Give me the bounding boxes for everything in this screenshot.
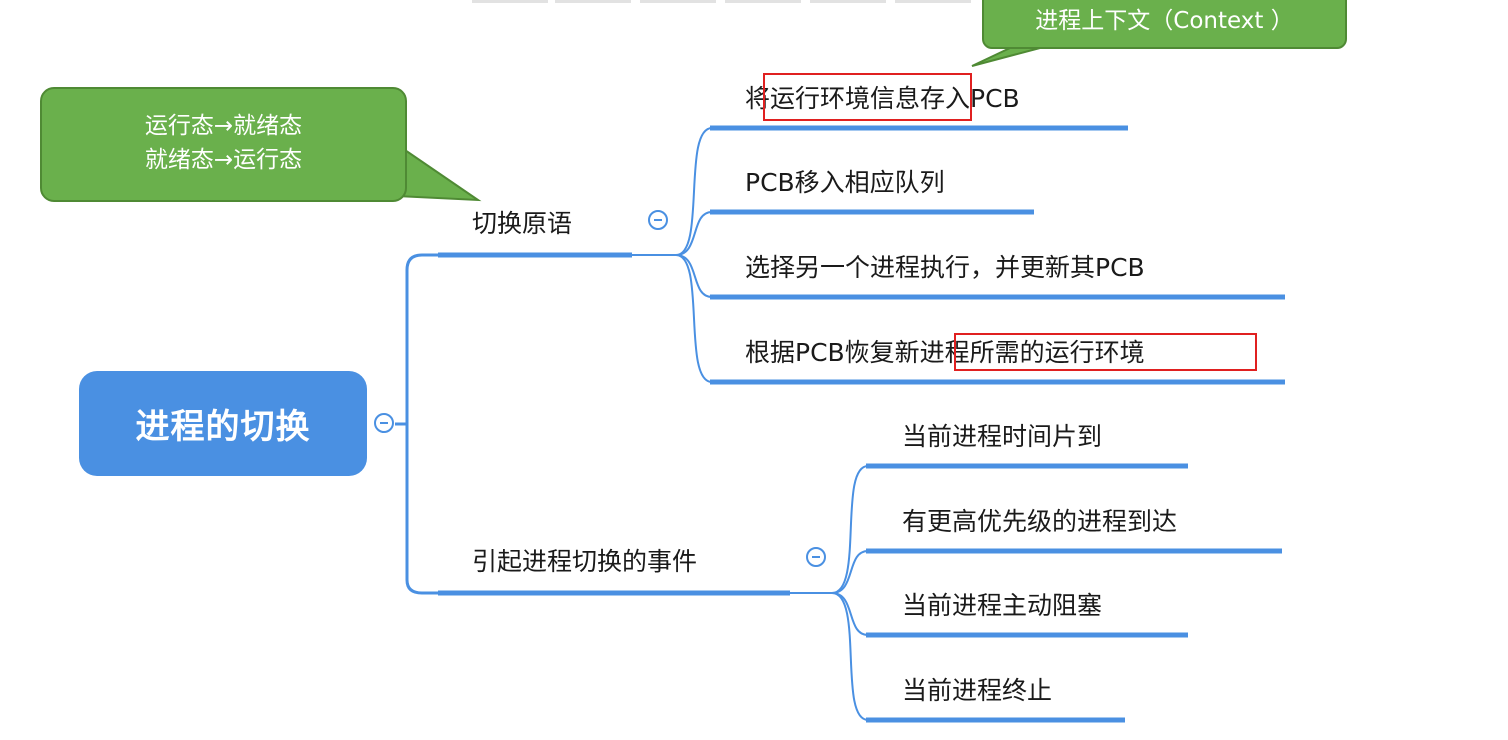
connector-root-branch2 <box>405 424 438 595</box>
top-toolbar-strip <box>555 0 631 3</box>
callout-state-transition: 运行态→就绪态 就绪态→运行态 <box>40 87 407 202</box>
collapse-branch1-icon[interactable] <box>648 210 668 230</box>
callout-context: 进程上下文（Context ） <box>982 0 1347 49</box>
top-toolbar-strip <box>810 0 886 3</box>
curve-b1-c4 <box>675 254 713 383</box>
top-toolbar-strip <box>640 0 716 3</box>
b1-child-4[interactable]: 根据PCB恢复新进程所需的运行环境 <box>745 338 1145 367</box>
curve-b2-c1 <box>831 465 869 594</box>
b1-child-1[interactable]: 将运行环境信息存入PCB <box>745 84 1020 113</box>
callout-state-line-2: 就绪态→运行态 <box>144 147 303 173</box>
b2-child-3[interactable]: 当前进程主动阻塞 <box>902 591 1103 620</box>
b1-child-2[interactable]: PCB移入相应队列 <box>745 168 945 197</box>
callout-context-text: 进程上下文（Context ） <box>1035 8 1294 34</box>
b2-child-4[interactable]: 当前进程终止 <box>902 676 1053 705</box>
b1-child-3[interactable]: 选择另一个进程执行，并更新其PCB <box>745 253 1145 282</box>
curve-b2-c4 <box>831 592 869 721</box>
top-toolbar-strip <box>472 0 548 3</box>
root-node[interactable]: 进程的切换 <box>79 371 367 476</box>
callout-state-line-1: 运行态→就绪态 <box>144 113 303 139</box>
curve-b1-c3 <box>675 254 713 298</box>
collapse-branch2-icon[interactable] <box>806 547 826 567</box>
branch-switch-events[interactable]: 引起进程切换的事件 <box>472 547 698 576</box>
b2-child-2[interactable]: 有更高优先级的进程到达 <box>902 507 1178 536</box>
curve-b2-c2 <box>831 550 869 594</box>
top-toolbar-strip <box>895 0 971 3</box>
curve-b1-c2 <box>675 211 713 256</box>
curve-b1-c1 <box>675 127 713 256</box>
highlight-run-env-info <box>763 73 972 121</box>
b2-child-1[interactable]: 当前进程时间片到 <box>902 422 1103 451</box>
connector-root-branch1 <box>405 253 438 424</box>
callout-context-pointer <box>971 47 1041 67</box>
top-toolbar-strip <box>725 0 801 3</box>
collapse-root-icon[interactable] <box>374 413 394 433</box>
highlight-process-run-env <box>954 333 1257 371</box>
branch-switch-primitive[interactable]: 切换原语 <box>472 209 573 238</box>
